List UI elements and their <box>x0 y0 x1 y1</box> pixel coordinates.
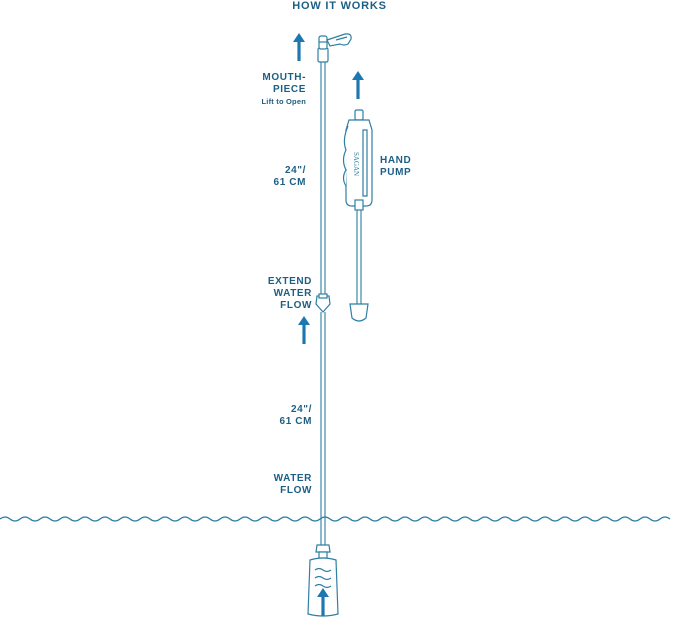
up-arrow-icon <box>352 71 364 99</box>
tube-bottom <box>320 312 326 545</box>
extend-line2: WATER <box>273 288 312 299</box>
hand-pump-line1: HAND <box>380 155 412 166</box>
mouthpiece-label-line2: PIECE <box>272 84 306 95</box>
filter-icon <box>307 544 339 617</box>
length-bottom-label: 24"/ 61 CM <box>250 404 312 428</box>
length-top-label: 24"/ 61 CM <box>250 165 306 189</box>
water-surface-icon <box>0 516 671 522</box>
mouthpiece-icon <box>317 33 352 63</box>
length-bottom-line2: 61 CM <box>279 416 312 427</box>
mouthpiece-label: MOUTH- PIECE Lift to Open <box>250 72 306 108</box>
extend-line1: EXTEND <box>267 276 312 287</box>
length-top-line2: 61 CM <box>273 177 306 188</box>
length-bottom-line1: 24"/ <box>290 404 312 415</box>
mouthpiece-label-line1: MOUTH- <box>262 72 306 83</box>
tube-top <box>320 62 326 294</box>
up-arrow-icon <box>293 33 305 61</box>
page-title: HOW IT WORKS <box>292 0 387 12</box>
extend-water-flow-label: EXTEND WATER FLOW <box>240 276 312 312</box>
pump-brand-text: SAGAN <box>352 152 360 176</box>
extend-line3: FLOW <box>280 300 312 311</box>
mouthpiece-hint: Lift to Open <box>261 97 306 106</box>
hand-pump-line2: PUMP <box>380 167 412 178</box>
water-flow-line2: FLOW <box>280 485 312 496</box>
water-flow-label: WATER FLOW <box>250 473 312 497</box>
up-arrow-icon <box>298 316 310 344</box>
connector-icon <box>315 293 331 313</box>
hand-pump-tube <box>356 208 362 304</box>
hand-pump-label: HAND PUMP <box>380 155 430 179</box>
hand-pump-icon: SAGAN <box>342 109 373 322</box>
length-top-line1: 24"/ <box>284 165 306 176</box>
water-flow-line1: WATER <box>273 473 312 484</box>
